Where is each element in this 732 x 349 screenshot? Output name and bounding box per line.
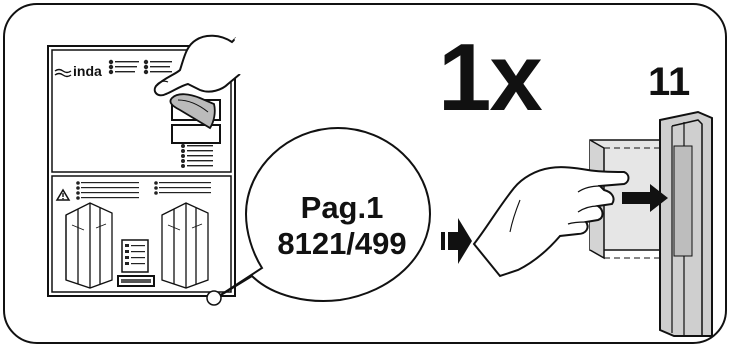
page-reference: Pag.1 — [262, 190, 422, 226]
step-number: 11 — [648, 62, 690, 102]
arrow-right-icon — [441, 218, 472, 264]
svg-text:inda: inda — [73, 63, 102, 79]
quantity-label: 1x — [438, 30, 541, 126]
wall-profile — [660, 112, 712, 336]
reference-label: Pag.1 8121/499 — [262, 190, 422, 262]
part-code: 8121/499 — [262, 226, 422, 262]
